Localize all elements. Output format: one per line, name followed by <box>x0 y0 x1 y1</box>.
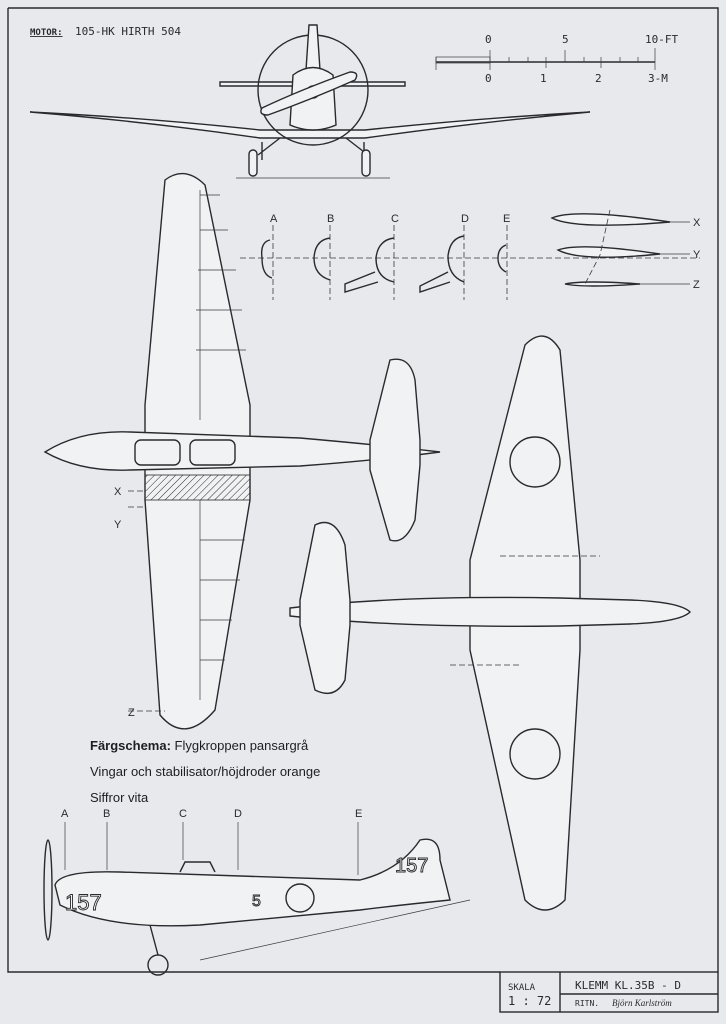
wing-number: 5 <box>252 893 261 910</box>
station-b: B <box>103 808 110 820</box>
station-a: A <box>61 808 69 820</box>
drawn-by-label: RITN. <box>575 999 599 1008</box>
station-d: D <box>234 808 242 820</box>
title-block: SKALA 1 : 72 KLEMM KL.35B - D RITN. Björ… <box>499 971 719 1013</box>
scale-m-0: 0 <box>485 72 492 85</box>
wing-sections: A B C D E X Y Z <box>240 209 701 300</box>
station-e: E <box>355 808 362 820</box>
profile-label-y: Y <box>693 249 701 261</box>
scale-label: SKALA <box>508 983 536 993</box>
section-label-e: E <box>503 213 510 225</box>
frame-border-left <box>7 8 500 973</box>
plan-label-z: Z <box>128 707 135 719</box>
scale-m-2: 2 <box>595 72 602 85</box>
color-scheme-line1: Färgschema: Flygkroppen pansargrå <box>90 738 308 753</box>
section-label-d: D <box>461 213 469 225</box>
front-view <box>29 24 591 179</box>
frame-border <box>8 7 719 972</box>
scale-ft-10: 10-FT <box>645 33 678 46</box>
color-scheme-title: Färgschema: <box>90 738 171 753</box>
profile-label-x: X <box>693 217 701 229</box>
side-view: 157 157 5 A B C D E <box>43 808 471 976</box>
color-scheme-wings: Vingar och stabilisator/höjdroder orange <box>90 764 321 779</box>
profile-label-z: Z <box>693 279 700 291</box>
motor-label: MOTOR: <box>30 28 63 38</box>
drawn-by-signature: Björn Karlström <box>612 998 672 1008</box>
scale-bar: 0 5 10-FT 0 1 2 3-M <box>435 33 678 85</box>
scale-m-3: 3-M <box>648 72 668 85</box>
station-c: C <box>179 808 187 820</box>
fuselage-number: 157 <box>65 890 102 915</box>
section-label-b: B <box>327 213 334 225</box>
color-scheme-numbers: Siffror vita <box>90 790 149 805</box>
section-label-a: A <box>270 213 278 225</box>
section-label-c: C <box>391 213 399 225</box>
scale-ft-0: 0 <box>485 33 492 46</box>
aircraft-name: KLEMM KL.35B - D <box>575 979 681 992</box>
scale-m-1: 1 <box>540 72 547 85</box>
color-scheme-fuselage: Flygkroppen pansargrå <box>174 738 309 753</box>
tail-number: 157 <box>395 855 428 877</box>
scale-ft-5: 5 <box>562 33 569 46</box>
top-view: X Y Z <box>43 172 441 730</box>
bottom-view <box>289 335 691 911</box>
motor-value: 105-HK HIRTH 504 <box>75 25 181 38</box>
plan-label-x: X <box>114 486 122 498</box>
scale-value: 1 : 72 <box>508 994 551 1008</box>
plan-label-y: Y <box>114 519 122 531</box>
